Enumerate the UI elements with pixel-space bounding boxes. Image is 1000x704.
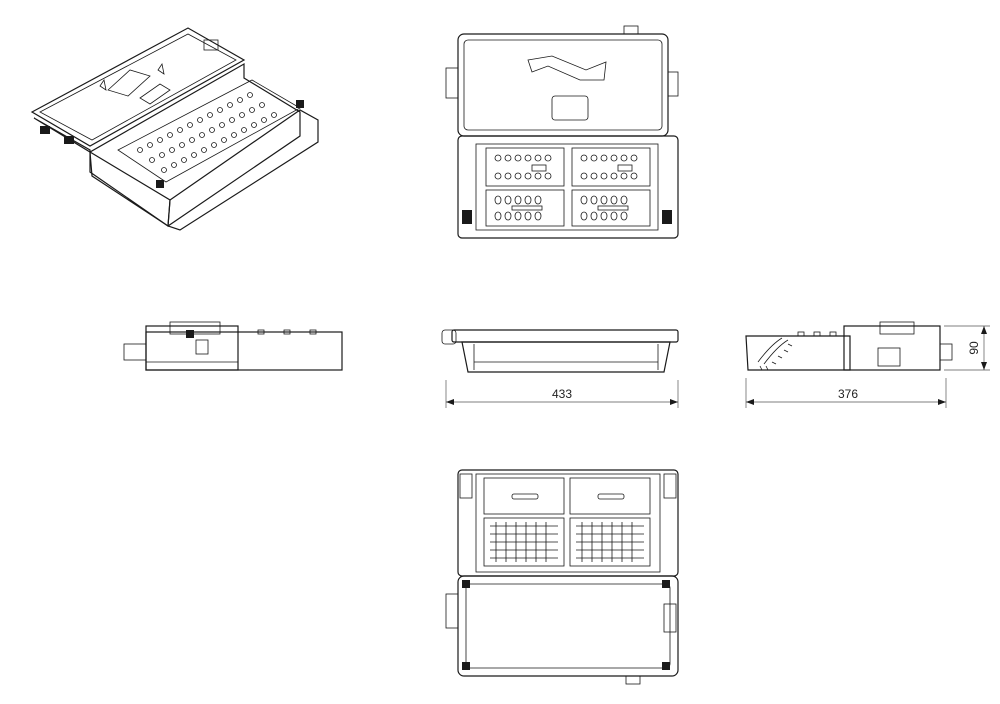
dimension-height-label: 90 [967, 341, 981, 355]
terminal-grid [483, 517, 651, 567]
connector-block-lower-left [485, 189, 565, 227]
isometric-view [30, 27, 319, 231]
top-view-lid-open-full [445, 469, 679, 685]
left-side-view [123, 321, 343, 371]
connector-block-upper-right [571, 147, 651, 187]
iso-connector-pins [137, 92, 277, 173]
front-view: 433 [441, 329, 679, 408]
dimension-width-label: 433 [552, 387, 572, 401]
side-vent-ticks [759, 343, 793, 371]
dimension-depth-label: 376 [838, 387, 858, 401]
right-side-view: 376 90 [745, 321, 990, 408]
connector-block-upper-left [485, 147, 565, 187]
connector-block-lower-right [571, 189, 651, 227]
top-view-open-lid [445, 25, 679, 239]
